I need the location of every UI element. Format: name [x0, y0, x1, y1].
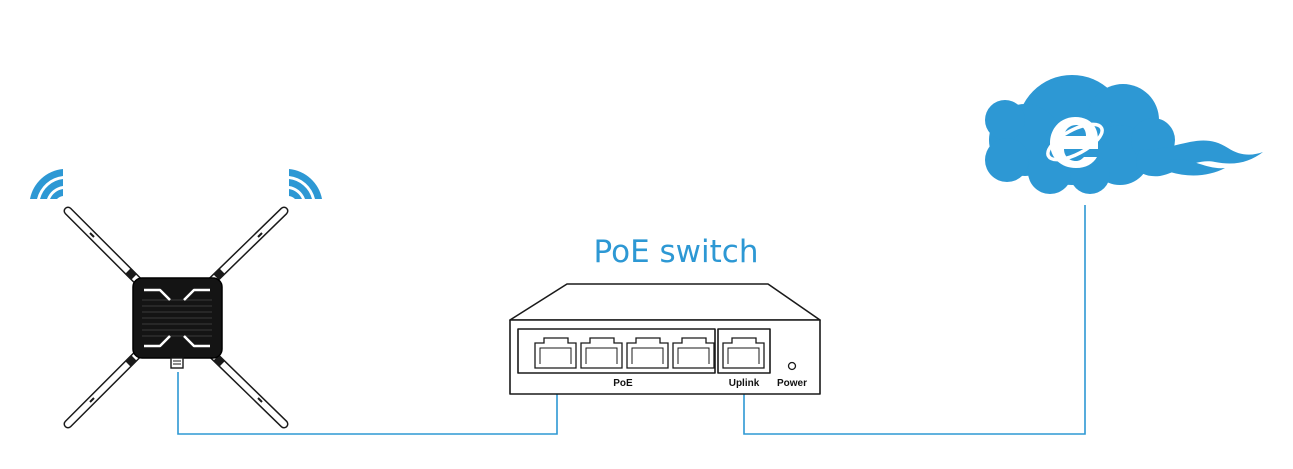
internet-explorer-icon [1046, 117, 1104, 168]
antenna-top-right [205, 206, 289, 288]
poe-switch: PoE switch PoE [509, 234, 821, 395]
poe-port-2 [580, 337, 623, 369]
power-led [787, 361, 797, 371]
uplink-port [722, 337, 765, 369]
access-point-body [132, 277, 223, 369]
cable-ap-to-poe-port [177, 372, 558, 435]
poe-label: PoE [613, 378, 633, 389]
switch-top-face [509, 283, 821, 321]
poe-port-1 [534, 337, 577, 369]
switch-title: PoE switch [594, 234, 759, 270]
wifi-icon [289, 169, 322, 199]
poe-port-3 [626, 337, 669, 369]
cable-uplink-to-internet [743, 205, 1086, 435]
poe-port-4 [672, 337, 715, 369]
antenna-bottom-right [205, 347, 289, 429]
outdoor-access-point [30, 169, 322, 429]
internet-cloud [985, 75, 1263, 194]
uplink-label: Uplink [729, 378, 760, 389]
antenna-bottom-left [63, 347, 145, 429]
antenna-top-left [63, 206, 145, 288]
cables [177, 205, 1086, 435]
wifi-icon [30, 169, 63, 199]
power-label: Power [777, 378, 807, 389]
cloud-icon [985, 75, 1263, 194]
